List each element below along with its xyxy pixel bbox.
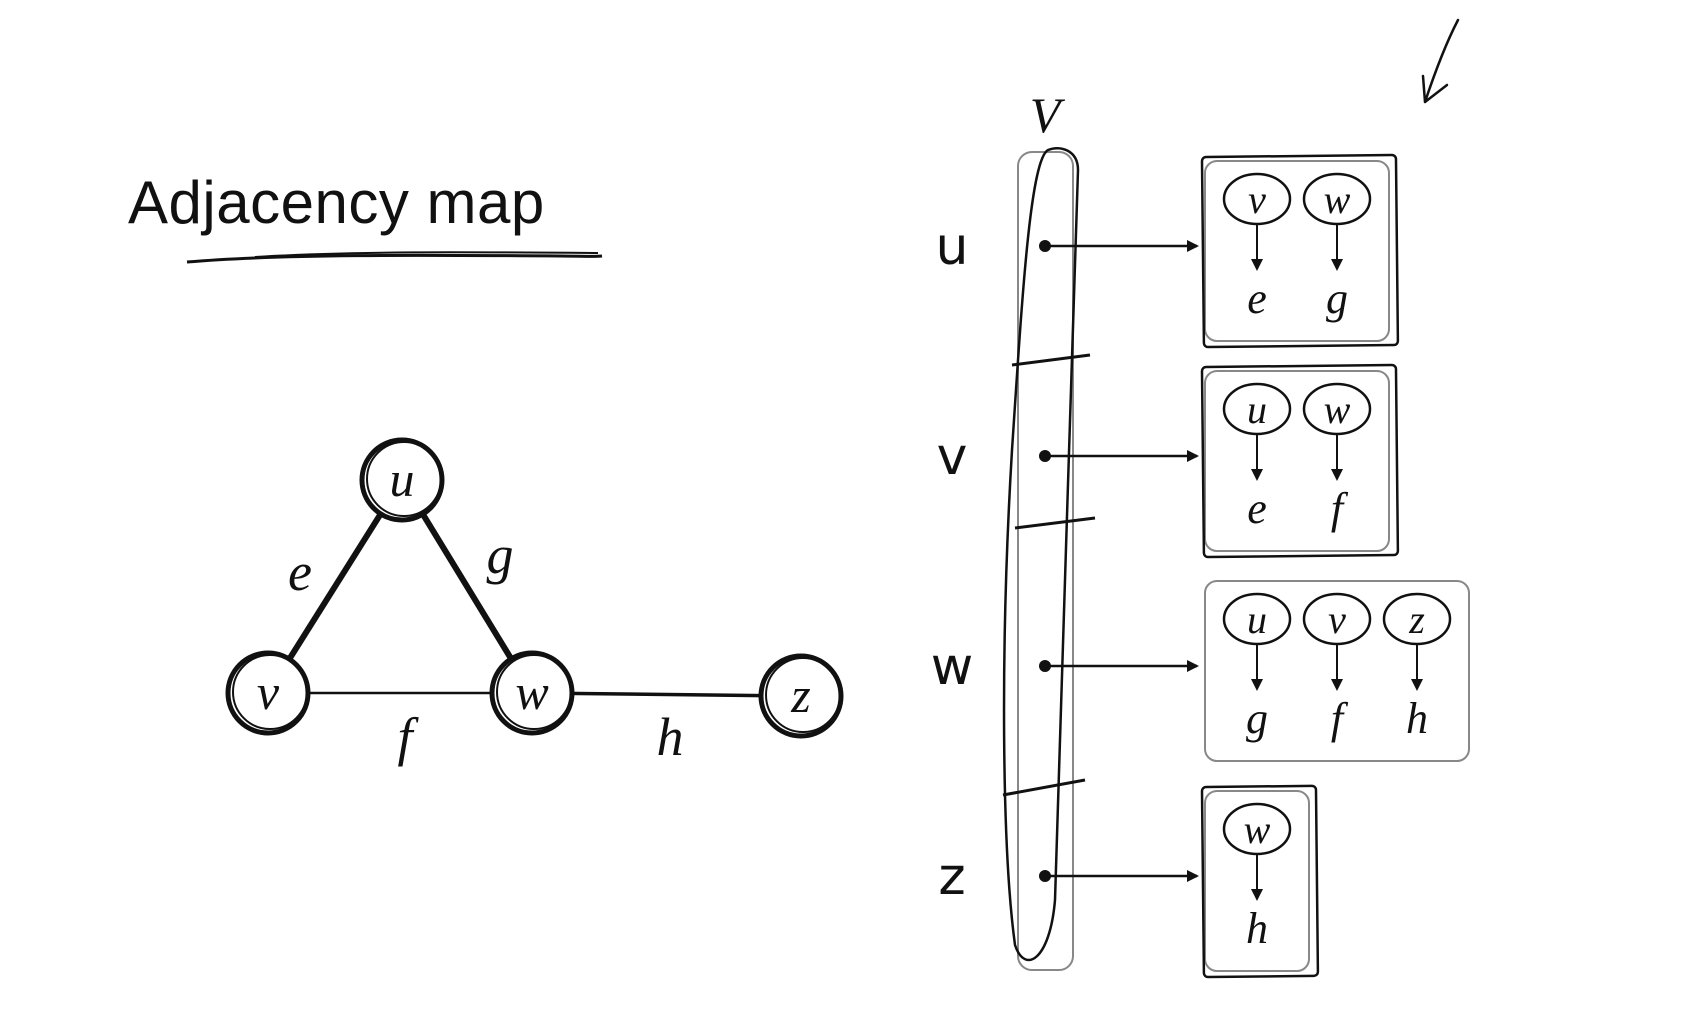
- map-entry-v-w: wf: [1302, 382, 1372, 533]
- entry-key-v: v: [1248, 177, 1266, 222]
- vertex-label-v: v: [257, 664, 280, 720]
- entry-key-u: u: [1247, 597, 1267, 642]
- vertex-label-u: u: [390, 451, 415, 507]
- entry-key-circle: [1222, 172, 1292, 226]
- entry-key-circle: [1222, 592, 1292, 646]
- secondary-map-box-w: [1204, 580, 1470, 762]
- map-header-label: V: [1030, 87, 1066, 143]
- map-divider-2: [1002, 778, 1086, 797]
- vertex-circle-w: [489, 650, 575, 736]
- vertex-circle-z: [758, 653, 844, 739]
- vertex-circle-sketch-v: [232, 654, 308, 730]
- entry-key-w: w: [1324, 387, 1351, 432]
- entry-key-circle: [1222, 382, 1292, 436]
- secondary-map-box-v: [1204, 370, 1390, 552]
- map-entry-w-v: vf: [1302, 592, 1372, 743]
- title-underline-stroke2: [254, 251, 599, 258]
- secondary-map-box-sketch-u: [1200, 153, 1400, 349]
- edge-label-e: e: [288, 542, 312, 602]
- map-row-z: zwh: [938, 784, 1320, 979]
- edge-label-h: h: [657, 707, 684, 767]
- pointer-arrow-icon: [1421, 18, 1460, 104]
- secondary-map-box-sketch-v: [1200, 363, 1400, 559]
- map-key-u: u: [936, 217, 969, 277]
- entry-key-w: w: [1244, 807, 1271, 852]
- vertex-circle-v: [225, 650, 311, 736]
- vertex-circle-sketch-w: [496, 654, 572, 730]
- entry-edge-f: f: [1331, 484, 1349, 533]
- map-entry-z-w: wh: [1222, 802, 1292, 953]
- edge-label-g: g: [487, 525, 514, 585]
- title-underline: [186, 253, 603, 264]
- secondary-map-box-sketch-z: [1200, 784, 1320, 979]
- secondary-map-box-u: [1204, 160, 1390, 342]
- vertex-circle-u: [359, 437, 445, 523]
- entry-edge-h: h: [1406, 694, 1428, 743]
- map-entry-u-w: wg: [1302, 172, 1372, 323]
- vertex-w: w: [489, 650, 575, 736]
- entry-key-circle: [1222, 802, 1292, 856]
- map-key-z: z: [938, 847, 965, 907]
- vertex-u: u: [359, 437, 445, 523]
- entry-edge-e: e: [1247, 484, 1267, 533]
- edge-h: [531, 691, 802, 698]
- entry-key-w: w: [1324, 177, 1351, 222]
- edge-label-f: f: [397, 707, 419, 767]
- vertex-v: v: [225, 650, 311, 736]
- map-entry-u-v: ve: [1222, 172, 1292, 323]
- entry-key-u: u: [1247, 387, 1267, 432]
- vertex-label-w: w: [515, 664, 548, 720]
- vertex-label-z: z: [790, 667, 810, 723]
- graph: e g f h u v w z: [225, 437, 844, 767]
- entry-key-circle: [1302, 172, 1372, 226]
- map-entry-w-u: ug: [1222, 592, 1292, 743]
- entry-key-z: z: [1408, 597, 1425, 642]
- entry-key-v: v: [1328, 597, 1346, 642]
- vertex-circle-sketch-z: [765, 657, 841, 733]
- entry-edge-f: f: [1331, 694, 1349, 743]
- entry-edge-h: h: [1246, 904, 1268, 953]
- secondary-map-box-z: [1204, 790, 1310, 972]
- map-key-v: v: [937, 427, 968, 487]
- vertex-map-column-sketch: [1002, 146, 1080, 962]
- page-title: Adjacency map: [128, 169, 545, 236]
- vertex-z: z: [758, 653, 844, 739]
- entry-edge-g: g: [1246, 694, 1268, 743]
- map-entry-w-z: zh: [1382, 592, 1452, 743]
- entry-key-circle: [1382, 592, 1452, 646]
- entry-key-circle: [1302, 592, 1372, 646]
- map-entry-v-u: ue: [1222, 382, 1292, 533]
- map-divider-1: [1014, 516, 1096, 530]
- entry-edge-e: e: [1247, 274, 1267, 323]
- vertex-circle-sketch-u: [366, 441, 442, 517]
- entry-edge-g: g: [1326, 274, 1348, 323]
- entry-key-circle: [1302, 382, 1372, 436]
- map-key-w: w: [931, 637, 974, 697]
- map-divider-0: [1011, 353, 1091, 367]
